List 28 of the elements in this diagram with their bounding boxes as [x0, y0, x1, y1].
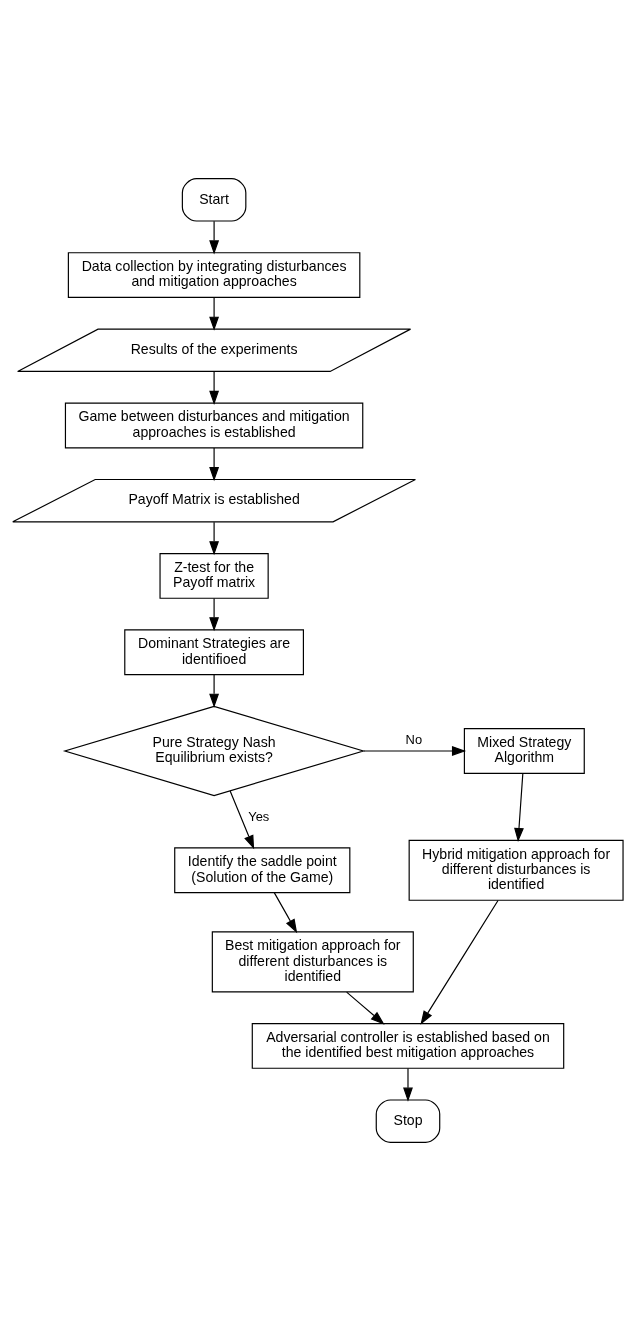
node-box: Mixed Strategy Algorithm: [463, 728, 585, 774]
node-box: Hybrid mitigation approach for different disturbances is identified: [408, 839, 624, 901]
arrow: [209, 447, 220, 482]
arrow: [514, 773, 524, 843]
node-box: Dominant Strategies are identifioed: [124, 629, 304, 676]
node-box: Stop: [375, 1099, 441, 1143]
node-box: Game between disturbances and mitigation approaches is established: [64, 402, 364, 449]
arrow: [420, 899, 499, 1025]
arrow: [229, 790, 255, 850]
arrow: [209, 371, 220, 405]
node-diamond: Pure Strategy Nash Equilibrium exists?: [62, 705, 366, 797]
node-box: Z-test for the Payoff matrix: [159, 552, 269, 599]
arrow: [363, 746, 467, 756]
node-box: Adversarial controller is established based on the identified best mitigation approaches: [251, 1023, 565, 1069]
arrow: [209, 674, 220, 708]
arrow: [209, 521, 220, 556]
node-box: Identify the saddle point (Solution of the Game): [174, 847, 351, 894]
arrow: [209, 597, 220, 632]
arrow: [403, 1068, 413, 1102]
edge-label: Yes: [248, 809, 270, 825]
node-box: Start: [181, 178, 247, 222]
arrow: [209, 220, 220, 255]
node-box: Best mitigation approach for different disturbances is identified: [211, 931, 414, 993]
node-box: Data collection by integrating disturbances and mitigation approaches: [67, 252, 361, 298]
arrow: [209, 297, 220, 331]
arrow: [273, 892, 298, 934]
edge-label: No: [405, 731, 423, 747]
arrow: [346, 991, 385, 1025]
